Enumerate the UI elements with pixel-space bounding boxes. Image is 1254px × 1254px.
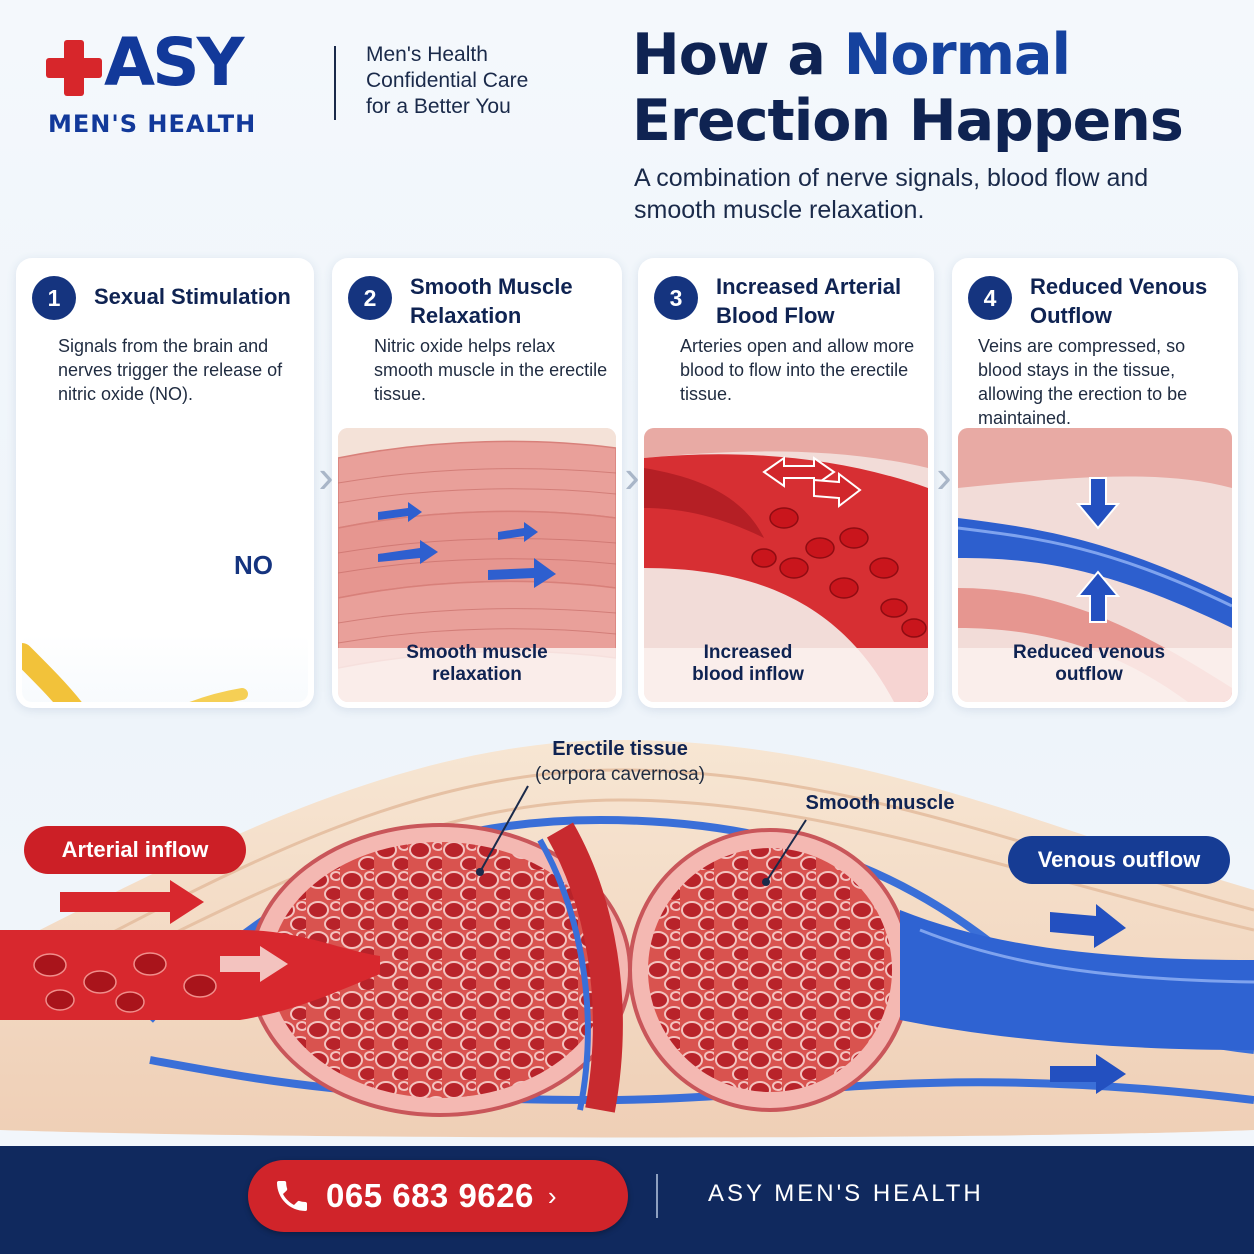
footer-divider: [656, 1174, 658, 1218]
tagline: Men's Health Confidential Care for a Bet…: [366, 42, 596, 120]
step-card-3: 3 Increased Arterial Blood Flow Arteries…: [638, 258, 934, 708]
footer-brand: ASY MEN'S HEALTH: [708, 1180, 984, 1207]
brand-logo: ASY MEN'S HEALTH: [46, 30, 316, 140]
corpora-cavernosa-label: (corpora cavernosa): [534, 764, 706, 785]
logo-text: ASY: [104, 24, 244, 101]
title-part: How a: [632, 22, 844, 88]
step-title: Sexual Stimulation: [94, 284, 291, 309]
step-description: Arteries open and allow more blood to fl…: [680, 336, 915, 404]
step-description: Veins are compressed, so blood stays in …: [978, 336, 1188, 428]
vein-illustration: [958, 428, 1232, 702]
phone-number: 065 683 9626: [326, 1177, 534, 1214]
step-number: 2: [348, 276, 392, 320]
step-title: Smooth Muscle Relaxation: [410, 274, 573, 328]
smooth-muscle-label: Smooth muscle: [805, 792, 955, 814]
venous-outflow-label: Venous outflow: [1008, 836, 1230, 884]
step-number: 3: [654, 276, 698, 320]
step-caption: Increased blood inflow: [692, 642, 804, 685]
step-number: 1: [32, 276, 76, 320]
chevron-right-icon: ›: [318, 450, 334, 502]
phone-icon: [277, 1181, 307, 1211]
cross-icon: [46, 40, 102, 96]
step-caption: Reduced venous outflow: [1012, 642, 1166, 685]
step-title: Reduced Venous Outflow: [1030, 274, 1208, 328]
muscle-illustration: [338, 428, 616, 702]
chevron-right-icon: ›: [547, 1180, 557, 1211]
step-card-4: 4 Reduced Venous Outflow Veins are compr…: [952, 258, 1238, 708]
tagline-line: for a Better You: [366, 95, 511, 118]
nerve-illustration: [22, 634, 308, 702]
tagline-line: Confidential Care: [366, 69, 529, 92]
step-description: Nitric oxide helps relax smooth muscle i…: [374, 336, 608, 404]
tagline-line: Men's Health: [366, 43, 488, 66]
page-title: How a Normal Erection Happens: [632, 22, 1232, 154]
step-card-2: 2 Smooth Muscle Relaxation Nitric oxide …: [332, 258, 622, 708]
chevron-right-icon: ›: [624, 450, 640, 502]
call-button[interactable]: 065 683 9626 ›: [248, 1160, 628, 1232]
step-description: Signals from the brain and nerves trigge…: [58, 336, 283, 404]
step-title: Increased Arterial Blood Flow: [716, 274, 902, 328]
step-number: 4: [968, 276, 1012, 320]
anatomy-illustration: [0, 720, 1254, 1150]
erectile-tissue-label: Erectile tissue: [552, 738, 688, 760]
arterial-inflow-label: Arterial inflow: [24, 826, 246, 874]
chevron-right-icon: ›: [936, 450, 952, 502]
step-caption: Smooth muscle relaxation: [406, 642, 548, 685]
title-accent: Normal: [843, 22, 1071, 88]
no-label: NO: [234, 550, 273, 580]
page-subtitle: A combination of nerve signals, blood fl…: [634, 164, 1149, 224]
step-card-1: 1 Sexual Stimulation Signals from the br…: [16, 258, 314, 708]
brand-divider: [334, 46, 336, 120]
artery-illustration: [644, 428, 928, 702]
title-part: Erection Happens: [632, 88, 1184, 154]
logo-subtext: MEN'S HEALTH: [48, 110, 257, 138]
